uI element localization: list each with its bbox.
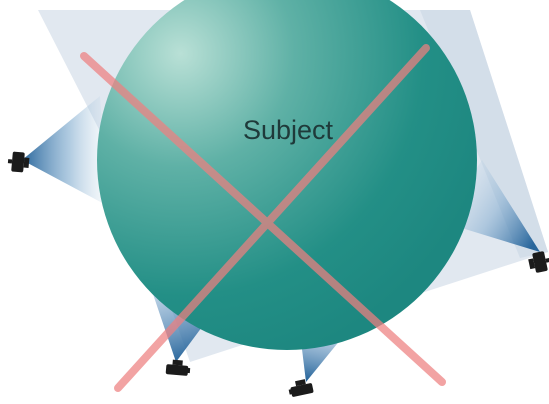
- camera-icon: [166, 359, 191, 376]
- left-camera-beam: [22, 96, 108, 206]
- subject-label: Subject: [243, 115, 334, 145]
- camera-icon: [287, 378, 314, 398]
- camera-icon: [7, 151, 30, 173]
